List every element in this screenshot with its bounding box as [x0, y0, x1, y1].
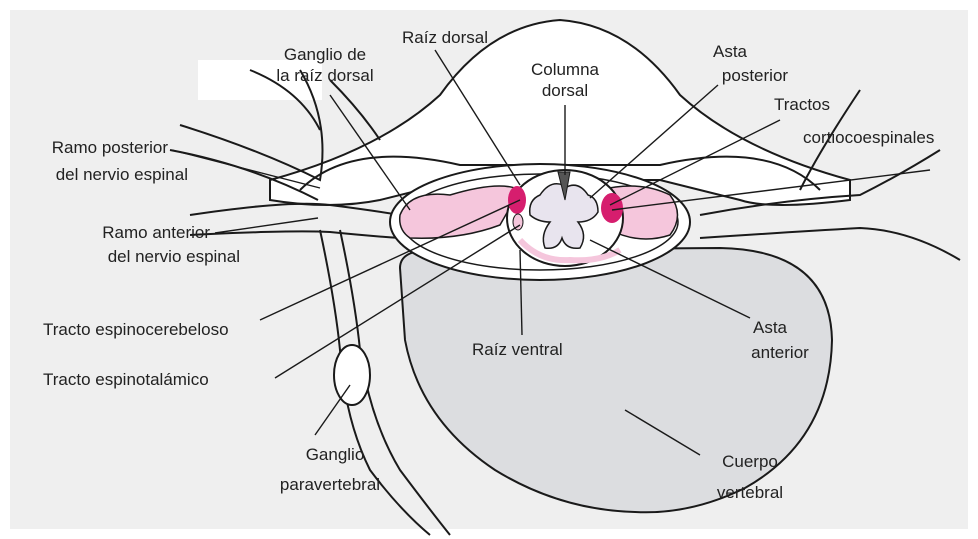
label-asta-posterior-line1: Asta — [690, 42, 770, 62]
label-cuerpo-vertebral-line1: Cuerpo — [700, 452, 800, 472]
label-ganglio-raiz-line2: la raíz dorsal — [255, 66, 395, 86]
label-asta-anterior-line2: anterior — [735, 343, 825, 363]
label-raiz-dorsal: Raíz dorsal — [380, 28, 510, 48]
label-ganglio-raiz-line1: Ganglio de — [255, 45, 395, 65]
label-ramo-posterior-line2: del nervio espinal — [8, 165, 188, 185]
spinothalamic-tract — [513, 214, 523, 230]
spinocerebellar-tract — [508, 186, 526, 214]
label-tracto-espinocerebeloso: Tracto espinocerebeloso — [43, 320, 293, 340]
label-ramo-anterior-line1: Ramo anterior — [50, 223, 210, 243]
label-columna-line2: dorsal — [515, 81, 615, 101]
label-tracto-espinotalamico: Tracto espinotalámico — [43, 370, 283, 390]
label-ganglio-paravertebral-line1: Ganglio — [280, 445, 390, 465]
label-ramo-anterior-line2: del nervio espinal — [60, 247, 240, 267]
label-tractos-line2: cortiocoespinales — [803, 128, 973, 148]
label-asta-posterior-line2: posterior — [690, 66, 820, 86]
paravertebral-ganglion-shape — [334, 345, 370, 405]
label-tractos-line1: Tractos — [752, 95, 852, 115]
label-cuerpo-vertebral-line2: vertebral — [700, 483, 800, 503]
label-asta-anterior-line1: Asta — [735, 318, 805, 338]
label-ramo-posterior-line1: Ramo posterior — [8, 138, 168, 158]
label-raiz-ventral: Raíz ventral — [472, 340, 612, 360]
label-columna-line1: Columna — [515, 60, 615, 80]
corticospinal-tract — [601, 193, 623, 223]
label-ganglio-paravertebral-line2: paravertebral — [265, 475, 395, 495]
